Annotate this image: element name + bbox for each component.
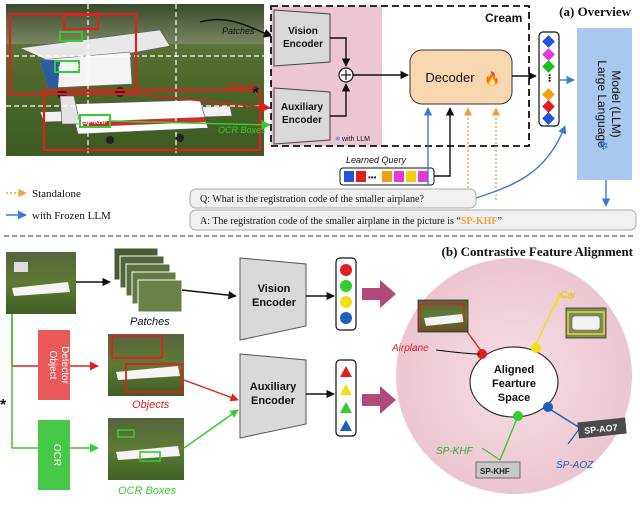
auxiliary-encoder: Auxiliary Encoder (273, 87, 331, 145)
svg-text:Vision: Vision (288, 26, 318, 37)
question-to-llm-arrow (475, 125, 567, 199)
question-text: Q: What is the registration code of the … (200, 194, 424, 205)
ocr-box-1 (59, 31, 83, 42)
objects-caption: Objects (132, 399, 170, 411)
cream-box (270, 5, 530, 147)
object-box-person (63, 14, 99, 30)
ocr-block: OCR (38, 420, 70, 490)
cream-label: Cream (485, 11, 522, 25)
question-box (189, 188, 477, 209)
patches-caption: Patches (130, 316, 170, 328)
svg-text:Encoder: Encoder (282, 115, 322, 126)
alignment-title: (b) Contrastive Feature Alignment (442, 244, 634, 259)
vision-features (335, 257, 357, 331)
query-to-decoder-arrow (434, 107, 455, 177)
svg-text:Encoder: Encoder (252, 297, 297, 309)
with-llm-label: with LLM (341, 136, 370, 143)
llm-block: Large Language Model (LLM) ❄ (577, 28, 632, 180)
aux-to-plus-arrow (330, 83, 351, 117)
svg-text:OCR: OCR (51, 444, 62, 466)
svg-text:Object: Object (47, 351, 58, 380)
learned-query-tokens: ••• (339, 167, 435, 186)
svg-text:Auxiliary: Auxiliary (250, 381, 297, 393)
learned-query-label: Learned Query (346, 155, 407, 165)
svg-text:SP-AO7: SP-AO7 (584, 422, 618, 435)
purple-arrow-bottom (362, 386, 396, 414)
svg-text:Encoder: Encoder (283, 39, 323, 50)
patches-stack (113, 247, 183, 313)
decoder-block: Decoder 🔥 (409, 49, 513, 105)
output-tokens: ••• (538, 31, 560, 127)
ocr-boxes-label: OCR Boxes (218, 125, 266, 135)
ocr-photo (108, 418, 184, 480)
svg-text:Large Language: Large Language (595, 60, 609, 148)
svg-text:Fearture: Fearture (492, 378, 536, 390)
label-airplane: Airplane (391, 343, 429, 354)
answer-text: A: The registration code of the smaller … (200, 216, 502, 227)
plate-2-text: SP-AYZ (58, 65, 80, 73)
objects-label: Objects (226, 81, 257, 91)
label-car: Car (560, 290, 577, 301)
vision-encoder-b: Vision Encoder (239, 257, 307, 341)
decoder-label: Decoder (425, 70, 475, 85)
label-sp-aoz: SP-AOZ (556, 460, 594, 471)
patches-label: Patches (222, 26, 255, 36)
snowflake-icon: ❄ (598, 138, 609, 153)
svg-text:Encoder: Encoder (251, 395, 296, 407)
svg-text:SP-KHF: SP-KHF (480, 467, 510, 476)
khf-connector (499, 415, 519, 461)
airplane-thumbnail (417, 299, 469, 333)
vision-to-plus-arrow (330, 37, 351, 67)
legend: Standalone with Frozen LLM (6, 188, 111, 222)
asterisk-b: * (0, 397, 7, 414)
snowflake-small-icon: ❄ (335, 135, 341, 143)
vision-encoder: Vision Encoder (273, 9, 331, 67)
ocr-to-aux-arrow (183, 409, 239, 449)
patches-to-vision-arrow (181, 289, 237, 300)
object-detector-block: Object Detector (38, 330, 70, 400)
asterisk-label: * (252, 83, 259, 103)
car-connector (533, 293, 561, 349)
label-sp-khf: SP-KHF (436, 446, 474, 457)
ocr-arrow (109, 119, 271, 130)
purple-arrow-top (362, 280, 396, 308)
legend-frozen: with Frozen LLM (32, 210, 111, 222)
plate-1-text: SP-KHF (83, 119, 107, 126)
svg-text:Vision: Vision (258, 283, 291, 295)
source-photo (6, 252, 76, 314)
legend-standalone: Standalone (32, 188, 81, 200)
svg-text:Space: Space (498, 392, 530, 404)
ocr-caption: OCR Boxes (118, 485, 177, 497)
svg-text:Detector: Detector (59, 346, 70, 384)
ocr-box-2 (54, 60, 80, 73)
objects-photo (108, 334, 184, 396)
objects-arrow (135, 93, 271, 112)
answer-box (189, 209, 637, 231)
svg-text:Auxiliary: Auxiliary (281, 102, 324, 113)
aux-features (335, 359, 357, 437)
alignment-panel: (b) Contrastive Feature Alignment * Obje… (0, 244, 634, 497)
svg-text:•••: ••• (368, 173, 377, 182)
overview-panel: SP-AYZ SP-KHF Patches * Objects OCR Boxe… (6, 4, 637, 231)
aoz-plate-thumbnail: SP-AO7 (577, 417, 627, 439)
svg-text:•••: ••• (545, 74, 554, 83)
objects-to-aux-arrow (183, 379, 239, 402)
aoz-connector (547, 407, 581, 429)
fire-icon: 🔥 (484, 71, 500, 86)
object-box-small (42, 88, 262, 152)
svg-text:Aligned: Aligned (494, 364, 534, 376)
khf-plate-thumbnail: SP-KHF (475, 461, 521, 479)
car-thumbnail (565, 307, 607, 339)
auxiliary-encoder-b: Auxiliary Encoder (239, 353, 307, 439)
overview-title: (a) Overview (559, 4, 631, 19)
patches-arrow (199, 18, 273, 38)
svg-text:Model (LLM): Model (LLM) (609, 70, 623, 137)
